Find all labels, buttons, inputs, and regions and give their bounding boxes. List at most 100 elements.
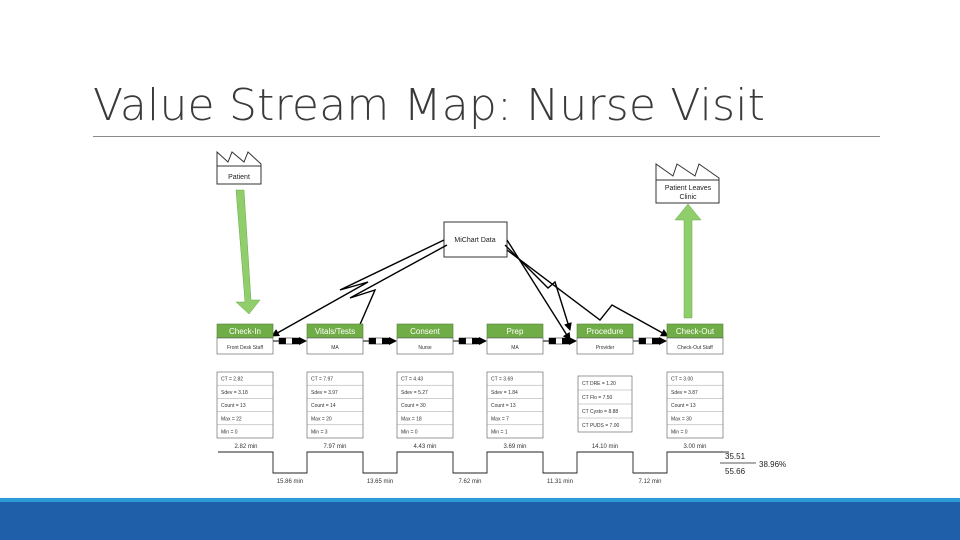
process-name: Prep — [507, 327, 524, 336]
push-arrow-stripe — [638, 337, 646, 345]
customer-factory-icon: Patient Leaves Clinic — [655, 163, 720, 204]
data-box — [306, 371, 364, 439]
push-arrow-stripe — [368, 337, 376, 345]
process-staff: MA — [511, 345, 519, 351]
process-name: Procedure — [587, 327, 624, 336]
process-staff-box — [576, 337, 634, 355]
data-box-stat: Min = 0 — [401, 430, 418, 436]
data-box-stat: CT = 3.69 — [491, 377, 513, 383]
patient-arrival-arrow — [235, 189, 261, 315]
process-name: Check-Out — [676, 327, 715, 336]
data-box-stat: CT = 4.43 — [401, 377, 423, 383]
push-arrow-stripe — [285, 337, 293, 345]
push-arrow-stripe — [652, 337, 660, 345]
data-box-stat: Min = 0 — [221, 430, 238, 436]
data-box-stat: CT Cysto = 8.88 — [582, 409, 618, 415]
customer-label-line2: Clinic — [679, 194, 697, 201]
timeline-process-time: 3.00 min — [683, 444, 706, 450]
process-staff-box — [216, 337, 274, 355]
data-box-stat: Max = 22 — [221, 416, 242, 422]
timeline-wait-time: 11.31 min — [547, 479, 573, 485]
data-box-stat: Max = 7 — [491, 416, 509, 422]
process-staff-box — [486, 337, 544, 355]
timeline-wait-time: 15.86 min — [277, 479, 303, 485]
summary: 35.51 55.66 38.96% — [720, 452, 786, 476]
data-box-stat: Count = 14 — [311, 403, 336, 409]
timeline-wait-time: 13.65 min — [367, 479, 393, 485]
push-arrow-stripe — [382, 337, 390, 345]
push-arrow-stripe — [548, 337, 556, 345]
title-divider — [93, 136, 880, 137]
patient-departure-arrow — [674, 203, 702, 319]
data-box-stat: Max = 20 — [311, 416, 332, 422]
timeline-ladder: 2.82 min 7.97 min 4.43 min 3.69 min 14.10 mi… — [218, 444, 729, 485]
data-box-stat: Count = 30 — [401, 403, 426, 409]
push-arrow-stripe — [458, 337, 466, 345]
summary-total-time: 55.66 — [725, 467, 746, 476]
timeline-process-time: 2.82 min — [234, 444, 257, 450]
data-box-stat: CT = 2.82 — [221, 377, 243, 383]
process-staff: Nurse — [418, 345, 432, 351]
process-staff: MA — [331, 345, 339, 351]
timeline-line — [218, 451, 723, 474]
timeline-wait-time: 7.62 min — [458, 479, 481, 485]
data-box-stat: Max = 30 — [671, 416, 692, 422]
data-box-stat: Min = 3 — [311, 430, 328, 436]
timeline-process-time: 3.69 min — [503, 444, 526, 450]
electronic-info-flow — [271, 239, 669, 341]
push-arrow-stripe — [562, 337, 570, 345]
push-arrow-stripe — [555, 337, 563, 345]
control-label: MiChart Data — [454, 237, 495, 244]
data-box-stat: Sdev = 5.27 — [401, 390, 428, 396]
data-box — [216, 371, 274, 439]
customer-label-line1: Patient Leaves — [665, 185, 712, 192]
data-box-stat: Count = 13 — [221, 403, 246, 409]
push-arrow-stripe — [645, 337, 653, 345]
footer-accent-line — [0, 498, 960, 502]
data-box-stat: Min = 0 — [671, 430, 688, 436]
data-box-stat: CT = 3.00 — [671, 377, 693, 383]
slide-title: Value Stream Map: Nurse Visit — [93, 80, 766, 131]
process-staff: Front Desk Staff — [227, 345, 264, 351]
process-name: Vitals/Tests — [315, 327, 355, 336]
process-staff-box — [396, 337, 454, 355]
push-arrows — [273, 337, 667, 345]
data-box-stat: Sdev = 3.87 — [671, 390, 698, 396]
summary-ratio: 38.96% — [759, 460, 786, 469]
timeline-wait-time: 7.12 min — [638, 479, 661, 485]
data-box — [486, 371, 544, 439]
timeline-process-time: 4.43 min — [413, 444, 436, 450]
push-arrow-stripe — [472, 337, 480, 345]
supplier-label: Patient — [228, 174, 250, 181]
control-box: MiChart Data — [443, 221, 508, 258]
process-name: Check-In — [229, 327, 261, 336]
process-staff: Check-Out Staff — [677, 345, 713, 351]
process-staff-box — [666, 337, 724, 355]
data-box — [666, 371, 724, 439]
data-box-stat: Count = 13 — [491, 403, 516, 409]
timeline-process-time: 7.97 min — [323, 444, 346, 450]
data-box-stat: Sdev = 1.84 — [491, 390, 518, 396]
data-box-stat: Max = 18 — [401, 416, 422, 422]
push-arrow-stripe — [292, 337, 300, 345]
data-box-stat: Count = 13 — [671, 403, 696, 409]
data-box-stat: Sdev = 3.97 — [311, 390, 338, 396]
data-box-stat: Min = 1 — [491, 430, 508, 436]
data-box-stat: CT = 7.97 — [311, 377, 333, 383]
push-arrow-stripe — [278, 337, 286, 345]
process-name: Consent — [410, 327, 441, 336]
data-box-stat: CT DRE = 1.20 — [582, 381, 616, 387]
summary-value-time: 35.51 — [725, 452, 746, 461]
diagram-background — [212, 148, 788, 498]
process-staff-box — [306, 337, 364, 355]
footer-bar — [0, 498, 960, 540]
push-arrow-stripe — [375, 337, 383, 345]
data-box-stat: Sdev = 3.18 — [221, 390, 248, 396]
supplier-factory-icon: Patient — [216, 150, 262, 185]
push-arrow-stripe — [465, 337, 473, 345]
data-box — [396, 371, 454, 439]
process-staff: Provider — [596, 345, 615, 351]
timeline-process-time: 14.10 min — [592, 444, 618, 450]
